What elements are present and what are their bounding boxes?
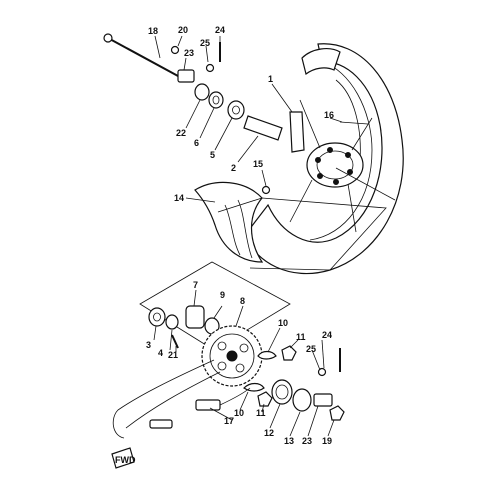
callout-18: 18 [148,26,158,36]
callout-24: 24 [215,25,225,35]
fwd-tag-text: FWD [115,455,136,465]
callout-13: 13 [284,436,294,446]
callout-25b: 25 [306,344,316,354]
callout-10a: 10 [278,318,288,328]
callout-4: 4 [158,348,163,358]
callout-6: 6 [194,138,199,148]
callout-21: 21 [168,350,178,360]
callout-22: 22 [176,128,186,138]
callout-10b: 10 [234,408,244,418]
callout-23b: 23 [302,436,312,446]
callout-25: 25 [200,38,210,48]
callout-20: 20 [178,25,188,35]
callout-1: 1 [268,74,273,84]
leader-lines [153,35,343,437]
callout-15: 15 [253,159,263,169]
callout-8: 8 [240,296,245,306]
callout-2: 2 [231,163,236,173]
callout-labels: 18 20 24 23 25 1 16 22 6 5 2 15 14 7 8 9… [146,25,334,446]
callout-14: 14 [174,193,184,203]
callout-3: 3 [146,340,151,350]
axle-assembly [103,33,369,195]
callout-16: 16 [324,110,334,120]
callout-5: 5 [210,150,215,160]
wheel-assembly [194,43,404,275]
callout-9: 9 [220,290,225,300]
callout-7: 7 [193,280,198,290]
callout-12: 12 [264,428,274,438]
callout-11a: 11 [296,332,306,342]
callout-11b: 11 [256,408,266,418]
callout-23: 23 [184,48,194,58]
fwd-direction-tag: FWD [111,447,136,469]
callout-17: 17 [224,416,234,426]
sprocket-assembly [112,261,345,439]
callout-19: 19 [322,436,332,446]
callout-24b: 24 [322,330,332,340]
